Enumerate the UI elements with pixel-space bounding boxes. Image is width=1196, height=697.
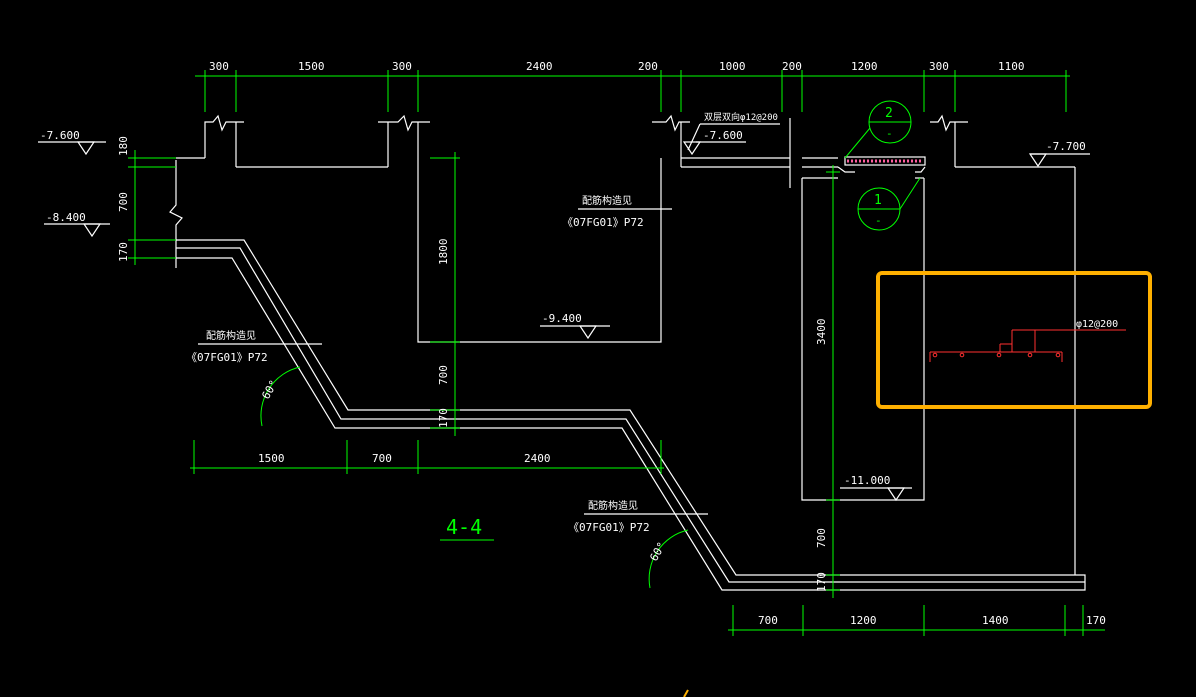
level-marker-8400: -8.400 bbox=[44, 211, 110, 238]
svg-text:-: - bbox=[875, 214, 882, 227]
dim-mid-1500: 1500 bbox=[258, 452, 285, 465]
svg-text:《07FG01》P72: 《07FG01》P72 bbox=[562, 216, 644, 229]
svg-text:配筋构造见: 配筋构造见 bbox=[582, 194, 632, 207]
dim-700-center: 700 bbox=[437, 365, 450, 385]
rebar-detail-highlight[interactable]: φ12@200 bbox=[876, 271, 1152, 409]
angle-mark-1: 60° bbox=[259, 366, 301, 427]
svg-text:《07FG01》P72: 《07FG01》P72 bbox=[568, 521, 650, 534]
svg-text:配筋构造见: 配筋构造见 bbox=[206, 329, 256, 342]
level-marker-7600-right: -7.600 bbox=[682, 129, 746, 156]
dim-170-center: 170 bbox=[437, 408, 450, 428]
svg-text:-7.600: -7.600 bbox=[40, 129, 80, 142]
level-marker-7700: -7.700 bbox=[1028, 140, 1090, 168]
svg-text:-11.000: -11.000 bbox=[844, 474, 890, 487]
svg-text:-: - bbox=[886, 127, 893, 140]
orange-tick-mark bbox=[683, 689, 689, 697]
dim-top-1: 300 bbox=[209, 60, 229, 73]
level-marker-7600-left: -7.600 bbox=[38, 129, 106, 156]
dim-170-right: 170 bbox=[815, 572, 828, 592]
svg-text:60°: 60° bbox=[647, 540, 668, 564]
svg-text:1: 1 bbox=[874, 193, 882, 208]
dim-3400: 3400 bbox=[815, 319, 828, 346]
dim-left-180: 180 bbox=[117, 136, 130, 156]
note-rebar-top: 双层双向φ12@200 bbox=[687, 111, 780, 151]
svg-text:-9.400: -9.400 bbox=[542, 312, 582, 325]
dim-top-7: 200 bbox=[782, 60, 802, 73]
dim-top-3: 300 bbox=[392, 60, 412, 73]
angle-mark-2: 60° bbox=[647, 529, 689, 589]
svg-text:双层双向φ12@200: 双层双向φ12@200 bbox=[704, 111, 778, 123]
dim-top-4: 2400 bbox=[526, 60, 553, 73]
dim-top-10: 1100 bbox=[998, 60, 1025, 73]
svg-text:4-4: 4-4 bbox=[446, 515, 482, 539]
dim-bottom-170: 170 bbox=[1086, 614, 1106, 627]
dim-mid-2400: 2400 bbox=[524, 452, 551, 465]
svg-text:2: 2 bbox=[885, 106, 893, 121]
dim-bottom-700: 700 bbox=[758, 614, 778, 627]
note-reference-bottom: 配筋构造见 《07FG01》P72 bbox=[568, 499, 708, 534]
svg-text:60°: 60° bbox=[259, 378, 280, 402]
dim-bottom-1200: 1200 bbox=[850, 614, 877, 627]
top-dimension-chain: 300 1500 300 2400 200 1000 200 1200 300 … bbox=[195, 60, 1070, 112]
dim-bottom-1400: 1400 bbox=[982, 614, 1009, 627]
svg-text:-7.600: -7.600 bbox=[703, 129, 743, 142]
note-reference-center: 配筋构造见 《07FG01》P72 bbox=[562, 194, 672, 229]
dim-mid-700: 700 bbox=[372, 452, 392, 465]
level-marker-9400: -9.400 bbox=[540, 312, 610, 340]
right-vertical-dims: 3400 700 170 bbox=[815, 165, 840, 598]
dim-top-6: 1000 bbox=[719, 60, 746, 73]
detail-callout-2: 2 - bbox=[844, 100, 912, 159]
left-vertical-dims: 180 700 170 bbox=[117, 136, 176, 265]
svg-text:-8.400: -8.400 bbox=[46, 211, 86, 224]
middle-dimension-chain: 1500 700 2400 bbox=[190, 440, 664, 474]
dim-top-9: 300 bbox=[929, 60, 949, 73]
dim-top-8: 1200 bbox=[851, 60, 878, 73]
dim-top-5: 200 bbox=[638, 60, 658, 73]
dim-1800: 1800 bbox=[437, 239, 450, 266]
bottom-dimension-chain: 700 1200 1400 170 bbox=[728, 605, 1106, 636]
svg-text:-7.700: -7.700 bbox=[1046, 140, 1086, 153]
rebar-box-label: φ12@200 bbox=[1076, 319, 1118, 330]
level-marker-11000: -11.000 bbox=[840, 474, 912, 502]
svg-text:配筋构造见: 配筋构造见 bbox=[588, 499, 638, 512]
dim-left-170: 170 bbox=[117, 242, 130, 262]
svg-text:《07FG01》P72: 《07FG01》P72 bbox=[186, 351, 268, 364]
note-reference-left: 配筋构造见 《07FG01》P72 bbox=[186, 329, 322, 364]
dim-700-right: 700 bbox=[815, 528, 828, 548]
dim-top-2: 1500 bbox=[298, 60, 325, 73]
dim-left-700: 700 bbox=[117, 192, 130, 212]
detail-callout-1: 1 - bbox=[857, 177, 921, 231]
section-title: 4-4 bbox=[440, 515, 494, 541]
center-vertical-dims: 1800 700 170 bbox=[430, 152, 460, 436]
structure-outline bbox=[169, 114, 1086, 591]
